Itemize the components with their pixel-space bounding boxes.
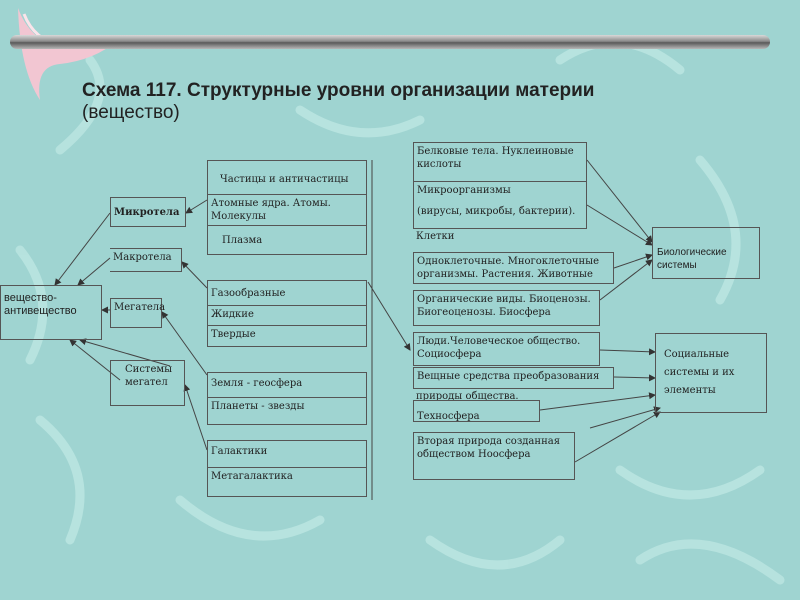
people-label-1: Люди.Человеческое общество. <box>417 336 581 347</box>
planets-label: Планеты - звезды <box>211 401 305 412</box>
social-label-2: системы и их <box>664 367 735 378</box>
title-line-2: (вещество) <box>82 102 180 123</box>
root-label: вещество-антивещество <box>4 292 77 317</box>
people-box: Люди.Человеческое общество. Социосфера <box>413 332 600 366</box>
mega-label: Мегатела <box>114 302 166 313</box>
nuclei-label-1: Атомные ядра. Атомы. <box>211 198 331 209</box>
metagalaxy-box: Метагалактика <box>207 467 367 497</box>
organisms-box: Одноклеточные. Многоклеточные организмы.… <box>413 252 614 284</box>
microorg-label-2: (вирусы, микробы, бактерии). <box>417 206 576 217</box>
gas-label: Газообразные <box>211 288 286 299</box>
systems-label-1: Системы <box>125 364 173 375</box>
solid-label: Твердые <box>211 329 256 340</box>
bio-label-1: Биологические <box>657 247 727 258</box>
techno-label: Техносфера <box>417 411 480 422</box>
particles-label: Частицы и античастицы <box>220 174 349 185</box>
bio-label-2: системы <box>657 260 697 271</box>
second-label-2: обществом Ноосфера <box>417 449 531 460</box>
galaxies-label: Галактики <box>211 446 268 457</box>
micro-label: Микротела <box>114 207 180 218</box>
social-systems-box: Социальные системы и их элементы <box>655 333 767 413</box>
page-title: Схема 117. Структурные уровни организаци… <box>82 80 762 124</box>
liquid-box: Жидкие <box>207 305 367 326</box>
earth-label: Земля - геосфера <box>211 378 303 389</box>
species-box: Органические виды. Биоценозы. Биогеоцено… <box>413 290 600 326</box>
bio-systems-box: Биологические системы <box>652 227 760 279</box>
liquid-label: Жидкие <box>211 309 254 320</box>
microorg-box: Микроорганизмы (вирусы, микробы, бактери… <box>413 181 587 229</box>
techno-box: Техносфера <box>413 400 540 422</box>
things-box: Вещные средства преобразования <box>413 367 614 389</box>
galaxies-box: Галактики <box>207 440 367 468</box>
title-line-1: Схема 117. Структурные уровни организаци… <box>82 80 595 101</box>
gas-box: Газообразные <box>207 280 367 306</box>
planets-box: Планеты - звезды <box>207 397 367 425</box>
nuclei-box: Атомные ядра. Атомы. Молекулы <box>207 194 367 226</box>
organisms-label-1: Одноклеточные. Многоклеточные <box>417 256 600 267</box>
particles-box: Частицы и античастицы <box>207 160 367 195</box>
organisms-label-2: организмы. Растения. Животные <box>417 269 593 280</box>
systems-label-2: мегател <box>125 377 168 388</box>
social-label-1: Социальные <box>664 349 730 360</box>
second-label-1: Вторая природа созданная <box>417 436 560 447</box>
solid-box: Твердые <box>207 325 367 347</box>
earth-box: Земля - геосфера <box>207 372 367 398</box>
species-label-1: Органические виды. Биоценозы. <box>417 294 591 305</box>
macro-label: Макротела <box>113 252 172 263</box>
protein-label-1: Белковые тела. Нуклеиновые <box>417 146 574 157</box>
things-label-2: природы общества. <box>416 391 519 402</box>
systems-box: Системы мегател <box>110 360 185 406</box>
protein-label-2: кислоты <box>417 159 462 170</box>
nuclei-label-2: Молекулы <box>211 211 266 222</box>
micro-box: Микротела <box>110 197 186 227</box>
microorg-label-1: Микроорганизмы <box>417 185 511 196</box>
plasma-label: Плазма <box>222 235 263 246</box>
people-label-2: Социосфера <box>417 349 482 360</box>
macro-box: Макротела <box>110 248 182 272</box>
species-label-2: Биогеоценозы. Биосфера <box>417 307 551 318</box>
cells-label: Клетки <box>416 231 455 242</box>
root-box: вещество-антивещество <box>0 285 102 340</box>
things-label-1: Вещные средства преобразования <box>417 371 600 382</box>
protein-box: Белковые тела. Нуклеиновые кислоты <box>413 142 587 182</box>
header-bar <box>10 35 770 49</box>
second-nature-box: Вторая природа созданная обществом Ноосф… <box>413 432 575 480</box>
metagalaxy-label: Метагалактика <box>211 471 293 482</box>
mega-box: Мегатела <box>110 298 166 328</box>
social-label-3: элементы <box>664 385 716 396</box>
plasma-box: Плазма <box>207 225 367 255</box>
